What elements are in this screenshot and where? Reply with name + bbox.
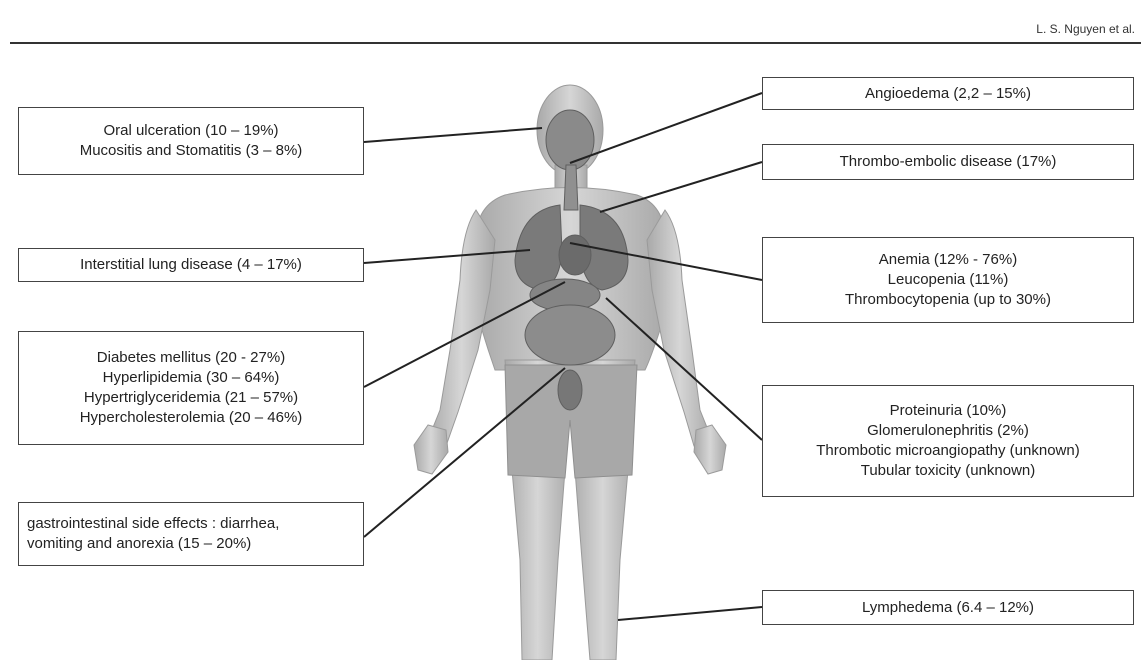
oral-line-2: Mucositis and Stomatitis (3 – 8%) (80, 141, 303, 161)
box-gi: gastrointestinal side effects : diarrhea… (18, 502, 364, 566)
lung-line-1: Interstitial lung disease (4 – 17%) (80, 255, 302, 275)
metabolic-line-4: Hypercholesterolemia (20 – 46%) (80, 408, 303, 428)
gi-line-2: vomiting and anorexia (15 – 20%) (27, 534, 251, 554)
thrombo-line-1: Thrombo-embolic disease (17%) (840, 152, 1057, 172)
connector-thrombo (600, 162, 762, 212)
right-hand (694, 425, 726, 474)
left-hand (414, 425, 448, 474)
box-renal: Proteinuria (10%) Glomerulonephritis (2%… (762, 385, 1134, 497)
box-lymph: Lymphedema (6.4 – 12%) (762, 590, 1134, 625)
face-muscles (546, 110, 594, 170)
metabolic-line-1: Diabetes mellitus (20 - 27%) (97, 348, 285, 368)
intestines (525, 305, 615, 365)
box-thrombo: Thrombo-embolic disease (17%) (762, 144, 1134, 180)
angio-line-1: Angioedema (2,2 – 15%) (865, 84, 1031, 104)
metabolic-line-3: Hypertriglyceridemia (21 – 57%) (84, 388, 298, 408)
renal-line-3: Thrombotic microangiopathy (unknown) (816, 441, 1079, 461)
gi-line-1: gastrointestinal side effects : diarrhea… (27, 514, 279, 534)
box-angio: Angioedema (2,2 – 15%) (762, 77, 1134, 110)
connector-lymph (618, 607, 762, 620)
lymph-line-1: Lymphedema (6.4 – 12%) (862, 598, 1034, 618)
metabolic-line-2: Hyperlipidemia (30 – 64%) (103, 368, 280, 388)
box-oral: Oral ulceration (10 – 19%) Mucositis and… (18, 107, 364, 175)
connector-oral (364, 128, 542, 142)
renal-line-1: Proteinuria (10%) (890, 401, 1007, 421)
blood-line-2: Leucopenia (11%) (888, 270, 1009, 290)
blood-line-3: Thrombocytopenia (up to 30%) (845, 290, 1051, 310)
bladder (558, 370, 582, 410)
box-blood: Anemia (12% - 76%) Leucopenia (11%) Thro… (762, 237, 1134, 323)
renal-line-4: Tubular toxicity (unknown) (861, 461, 1036, 481)
blood-line-1: Anemia (12% - 76%) (879, 250, 1017, 270)
heart (559, 235, 591, 275)
box-lung: Interstitial lung disease (4 – 17%) (18, 248, 364, 282)
oral-line-1: Oral ulceration (10 – 19%) (103, 121, 278, 141)
box-metabolic: Diabetes mellitus (20 - 27%) Hyperlipide… (18, 331, 364, 445)
trachea (564, 165, 578, 210)
renal-line-2: Glomerulonephritis (2%) (867, 421, 1029, 441)
